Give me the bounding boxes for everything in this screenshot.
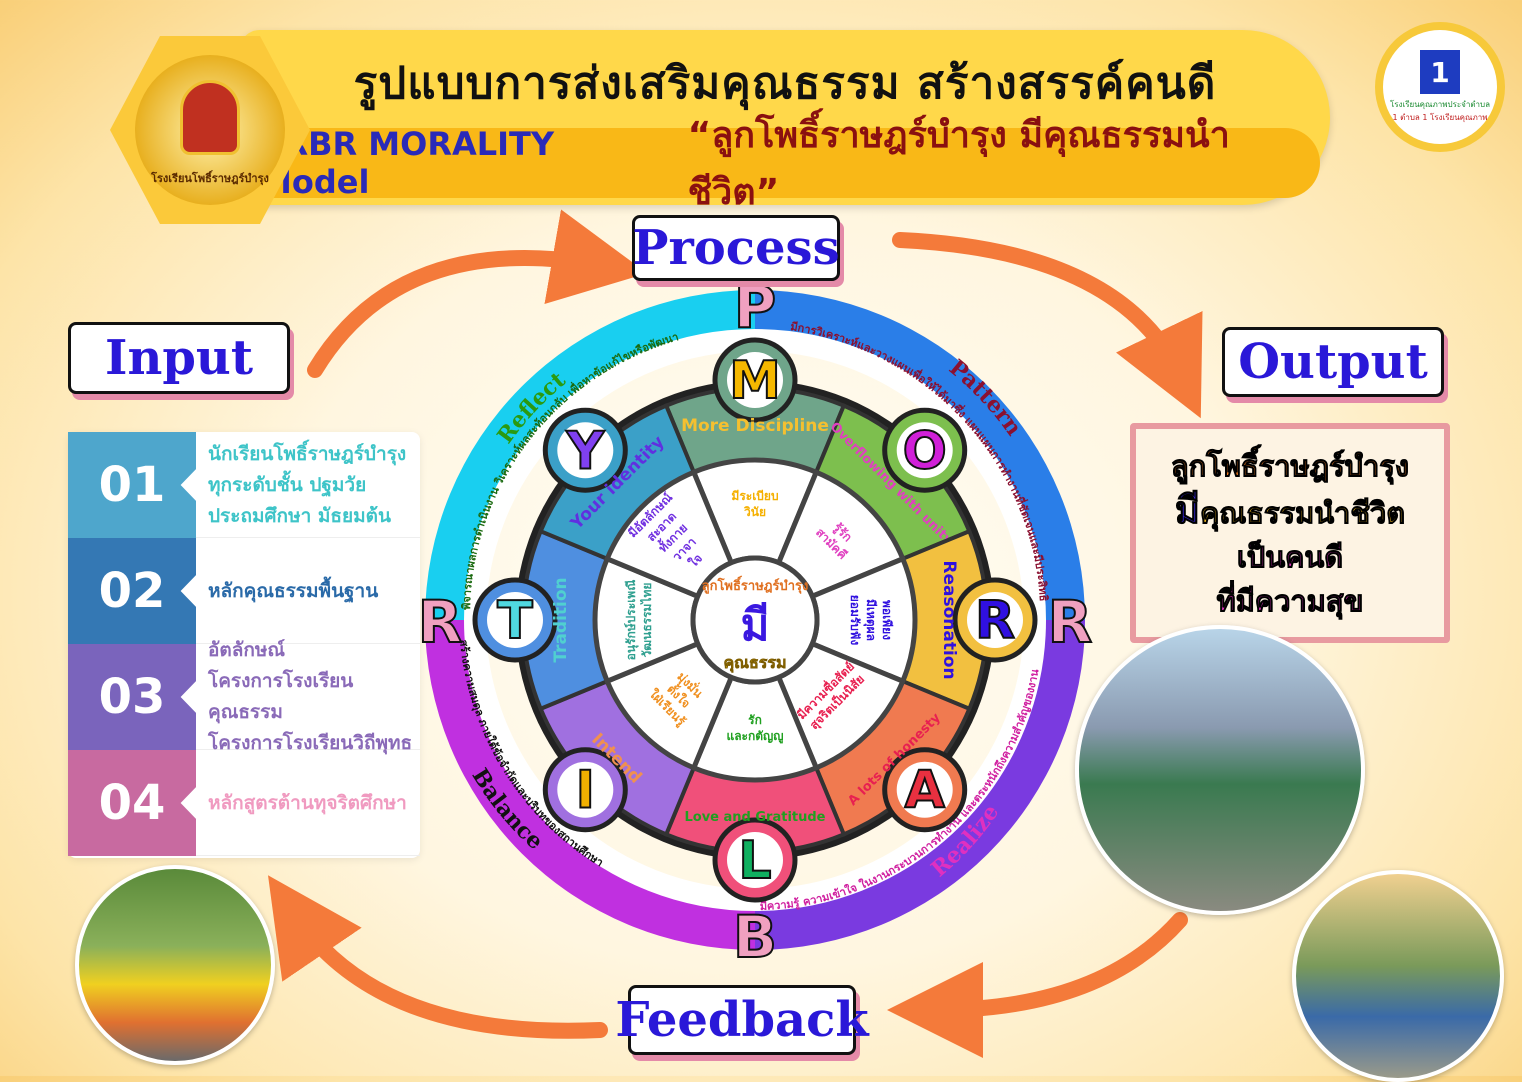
model-name: PRBR MORALITY Model bbox=[260, 125, 555, 201]
input-line: นักเรียนโพธิ์ราษฎร์บำรุง bbox=[208, 442, 407, 465]
segment-letter-t: T bbox=[497, 591, 533, 651]
ring-letter-r: R bbox=[418, 588, 463, 656]
input-number: 01 bbox=[68, 432, 196, 538]
segment-letter-a: A bbox=[905, 761, 945, 821]
input-number: 04 bbox=[68, 750, 196, 856]
input-line: หลักคุณธรรมพื้นฐาน bbox=[208, 579, 379, 602]
page-title: รูปแบบการส่งเสริมคุณธรรม สร้างสรรค์คนดี bbox=[353, 58, 1217, 109]
segment-label: Tradition bbox=[551, 577, 571, 662]
ring-quadrant-realize bbox=[755, 620, 1085, 950]
emblem-icon bbox=[180, 80, 240, 155]
quality-school-logo: 1 โรงเรียนคุณภาพประจำตำบล 1 ตำบล 1 โรงเร… bbox=[1375, 22, 1505, 152]
wheel-center: ลูกโพธิ์ราษฎร์บำรุง มี คุณธรรม bbox=[690, 555, 820, 685]
segment-label: Love and Gratitude bbox=[684, 810, 825, 825]
input-line: โครงการโรงเรียนวิถีพุทธ bbox=[208, 732, 413, 754]
segment-more-discipline: M More Discipline มีระเบียบวินัย bbox=[663, 337, 847, 566]
segment-letter-l: L bbox=[738, 831, 771, 891]
output-line-2: มีคุณธรรมนำชีวิต bbox=[1174, 487, 1406, 535]
input-text: หลักคุณธรรมพื้นฐาน bbox=[208, 538, 378, 644]
segment-letter-m: M bbox=[729, 351, 781, 411]
segment-letter-o: O bbox=[903, 421, 947, 481]
input-text: หลักสูตรต้านทุจริตศึกษา bbox=[208, 750, 407, 856]
morality-wheel: M More Discipline มีระเบียบวินัยOOverflowi… bbox=[472, 337, 1038, 903]
arrow-output-to-feedback bbox=[887, 912, 1188, 1058]
letter-bubble-inner bbox=[727, 832, 783, 888]
segment-love-and-gratitude: L Love and Gratitude รักและกตัญญู bbox=[663, 674, 847, 903]
output-label: Output bbox=[1222, 327, 1444, 397]
input-text: อัตลักษณ์โครงการโรงเรียนคุณธรรมโครงการโร… bbox=[208, 639, 420, 754]
input-number: 02 bbox=[68, 538, 196, 644]
ring-letter-p: P bbox=[734, 273, 777, 341]
letter-bubble-inner bbox=[896, 422, 953, 479]
output-line-4: ที่มีความสุข bbox=[1216, 583, 1364, 618]
output-line-2-text: คุณธรรมนำชีวิต bbox=[1199, 495, 1406, 530]
arrow-input-to-process bbox=[307, 209, 648, 378]
input-line: ประถมศึกษา มัธยมต้น bbox=[208, 504, 391, 527]
input-label: Input bbox=[68, 322, 290, 394]
school-seal-logo: โรงเรียนโพธิ์ราษฎร์บำรุง bbox=[135, 55, 285, 205]
output-line-3: เป็นคนดี bbox=[1236, 539, 1344, 574]
segment-letter-y: Y bbox=[565, 421, 605, 481]
output-prefix: มี bbox=[1174, 487, 1200, 532]
arrow-feedback-to-input bbox=[267, 875, 608, 1039]
photo-students-wai bbox=[75, 865, 275, 1065]
flow-arrows bbox=[267, 209, 1203, 1058]
center-top-text: ลูกโพธิ์ราษฎร์บำรุง bbox=[702, 575, 809, 594]
photo-students-greeting bbox=[1292, 870, 1504, 1082]
segment-inner-text: พอเพียงมีเหตุผลยอมรับฟัง bbox=[848, 595, 894, 646]
ring-quadrant-pattern bbox=[755, 290, 1085, 620]
letter-bubble-inner bbox=[557, 761, 614, 818]
ring-letter-b: B bbox=[733, 903, 777, 971]
segment-reasonation: R Reasonation พอเพียงมีเหตุผลยอมรับฟัง bbox=[809, 528, 1038, 712]
ring-quadrant-reflect bbox=[425, 290, 755, 620]
input-line: อัตลักษณ์ bbox=[208, 639, 286, 661]
arrow-process-to-output bbox=[892, 232, 1203, 419]
input-line: โครงการโรงเรียนคุณธรรม bbox=[208, 670, 354, 723]
segment-label: Reasonation bbox=[939, 560, 959, 679]
letter-bubble-inner bbox=[727, 352, 783, 408]
input-row-02: 02 หลักคุณธรรมพื้นฐาน bbox=[68, 538, 420, 644]
center-bottom-text: คุณธรรม bbox=[723, 653, 786, 673]
segment-inner-text: มีระเบียบวินัย bbox=[731, 489, 778, 519]
school-name: โรงเรียนโพธิ์ราษฎร์บำรุง bbox=[151, 172, 269, 185]
segment-inner-text: อนุรักษ์ประเพณีวัฒนธรรมไทย bbox=[624, 580, 654, 661]
segment-letter-r: R bbox=[975, 591, 1015, 651]
quality-logo-line1: โรงเรียนคุณภาพประจำตำบล bbox=[1389, 100, 1491, 109]
input-line: ทุกระดับชั้น ปฐมวัย bbox=[208, 473, 367, 496]
letter-bubble-inner bbox=[557, 422, 614, 479]
letter-bubble-inner bbox=[896, 761, 953, 818]
quality-logo-line2: 1 ตำบล 1 โรงเรียนคุณภาพ bbox=[1392, 113, 1488, 122]
center-middle-text: มี bbox=[740, 600, 769, 651]
crown-one-icon: 1 bbox=[1420, 50, 1460, 94]
header-banner: รูปแบบการส่งเสริมคุณธรรม สร้างสรรค์คนดี … bbox=[240, 30, 1330, 213]
process-label: Process bbox=[632, 215, 840, 281]
ring-quadrant-balance bbox=[425, 620, 755, 950]
photo-students-assembly bbox=[1075, 625, 1365, 915]
segment-letter-i: I bbox=[576, 761, 595, 821]
subtitle-row: PRBR MORALITY Model “ลูกโพธิ์ราษฎร์บำรุง… bbox=[260, 115, 1320, 213]
segment-tradition: T Tradition อนุรักษ์ประเพณีวัฒนธรรมไทย bbox=[472, 528, 701, 712]
input-text: นักเรียนโพธิ์ราษฎร์บำรุงทุกระดับชั้น ปฐม… bbox=[208, 432, 406, 538]
output-box: ลูกโพธิ์ราษฎร์บำรุง มีคุณธรรมนำชีวิต เป็… bbox=[1130, 423, 1450, 643]
letter-bubble-inner bbox=[487, 592, 543, 648]
letter-bubble-inner bbox=[967, 592, 1023, 648]
segment-inner-text: รักและกตัญญู bbox=[726, 713, 783, 744]
output-line-1: ลูกโพธิ์ราษฎร์บำรุง bbox=[1170, 448, 1410, 483]
slogan: “ลูกโพธิ์ราษฎร์บำรุง มีคุณธรรมนำชีวิต” bbox=[687, 115, 1230, 213]
segment-label: More Discipline bbox=[681, 416, 829, 436]
feedback-label: Feedback bbox=[615, 985, 869, 1055]
input-number: 03 bbox=[68, 644, 196, 750]
ring-letter-r: R bbox=[1048, 588, 1093, 656]
input-row-04: 04 หลักสูตรต้านทุจริตศึกษา bbox=[68, 750, 420, 856]
input-line: หลักสูตรต้านทุจริตศึกษา bbox=[208, 791, 407, 814]
